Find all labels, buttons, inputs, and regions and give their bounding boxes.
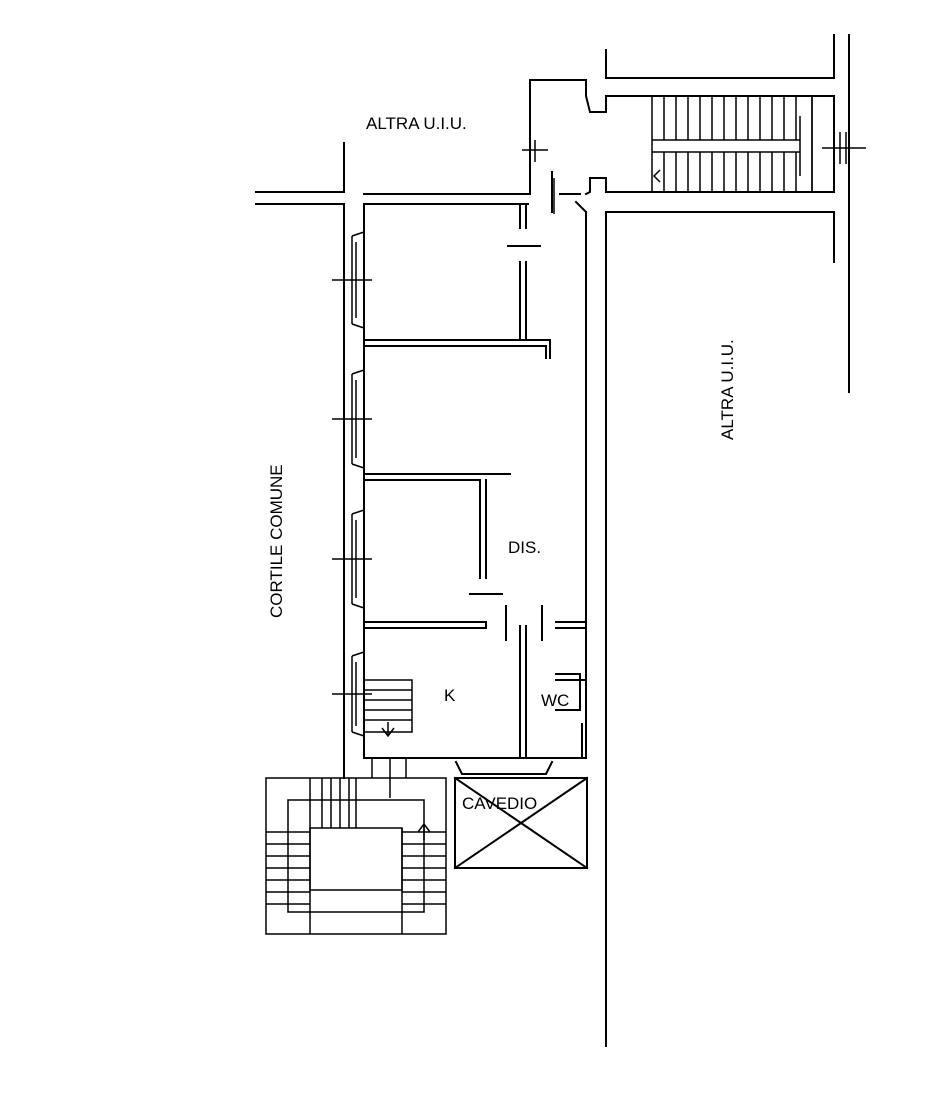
label-cortile-comune: CORTILE COMUNE	[267, 464, 286, 618]
cavedio	[453, 760, 589, 870]
staircase-upper-right	[651, 95, 866, 193]
label-altra-uiu-top: ALTRA U.I.U.	[366, 114, 467, 133]
window-frame	[351, 369, 365, 375]
window-frame	[351, 231, 365, 237]
lower-stair-treads	[266, 778, 446, 905]
label-k: K	[444, 686, 456, 705]
label-cavedio: CAVEDIO	[462, 794, 537, 813]
neighbour-walls	[255, 34, 850, 1047]
window-frame	[351, 509, 365, 515]
window-frame	[351, 323, 365, 329]
label-wc: WC	[541, 691, 569, 710]
window-frame	[351, 731, 365, 737]
door-ticks	[522, 140, 555, 214]
label-altra-uiu-right: ALTRA U.I.U.	[718, 339, 737, 440]
kitchen-stair	[363, 679, 413, 798]
window-frame	[351, 603, 365, 609]
window-frame	[351, 651, 365, 657]
room-partitions	[363, 203, 587, 759]
west-windows	[332, 231, 372, 737]
label-dis: DIS.	[508, 538, 541, 557]
window-frame	[351, 463, 365, 469]
apartment-walls	[343, 193, 588, 779]
